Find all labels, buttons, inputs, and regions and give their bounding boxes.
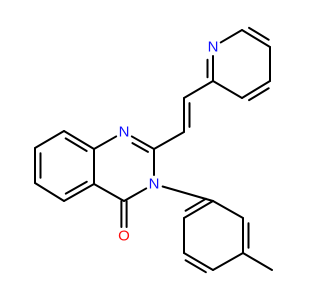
bond-N1-C2 (130, 135, 155, 150)
bond-p1-p2 (212, 80, 243, 99)
bond-C2-va (153, 131, 185, 150)
bond-N1-C2-inner (131, 142, 149, 153)
bond-p2-p3 (241, 80, 271, 99)
bond-t6-t1-inner (184, 197, 207, 212)
bond-p4-p5-inner (248, 26, 270, 41)
bond-t2-t3-inner (184, 259, 207, 274)
bond-a6-a1 (34, 130, 65, 149)
bond-a5-a6 (63, 130, 95, 150)
bond-a3-a4 (63, 183, 95, 202)
bond-t4-Me (242, 252, 273, 271)
bond-a2-a3 (34, 182, 65, 202)
bond-t5-t6 (212, 200, 244, 219)
bond-a5-N1 (93, 135, 118, 150)
atom-label-npy: N (208, 39, 219, 56)
bond-t6-t1 (183, 200, 214, 219)
bond-p2-p3-inner (248, 87, 270, 102)
bond-N3-C4 (123, 187, 148, 202)
bond-C4-a4 (93, 183, 125, 202)
bond-a5-a6-inner (64, 137, 88, 153)
molecule-structure-diagram: N N O N (34, 26, 273, 274)
bond-t2-t3 (183, 252, 214, 271)
bond-vb-p1 (183, 80, 214, 99)
atom-label-n1: N (119, 124, 130, 141)
bond-t3-t4 (212, 252, 244, 271)
bond-a3-a4-inner (64, 180, 88, 195)
bond-p4-p5 (241, 29, 271, 48)
atom-label-n3: N (149, 176, 160, 193)
atom-label-o: O (118, 228, 130, 245)
bond-p5-Npy (219, 29, 243, 44)
bond-lines (34, 26, 273, 274)
atom-labels: N N O N (118, 39, 218, 245)
